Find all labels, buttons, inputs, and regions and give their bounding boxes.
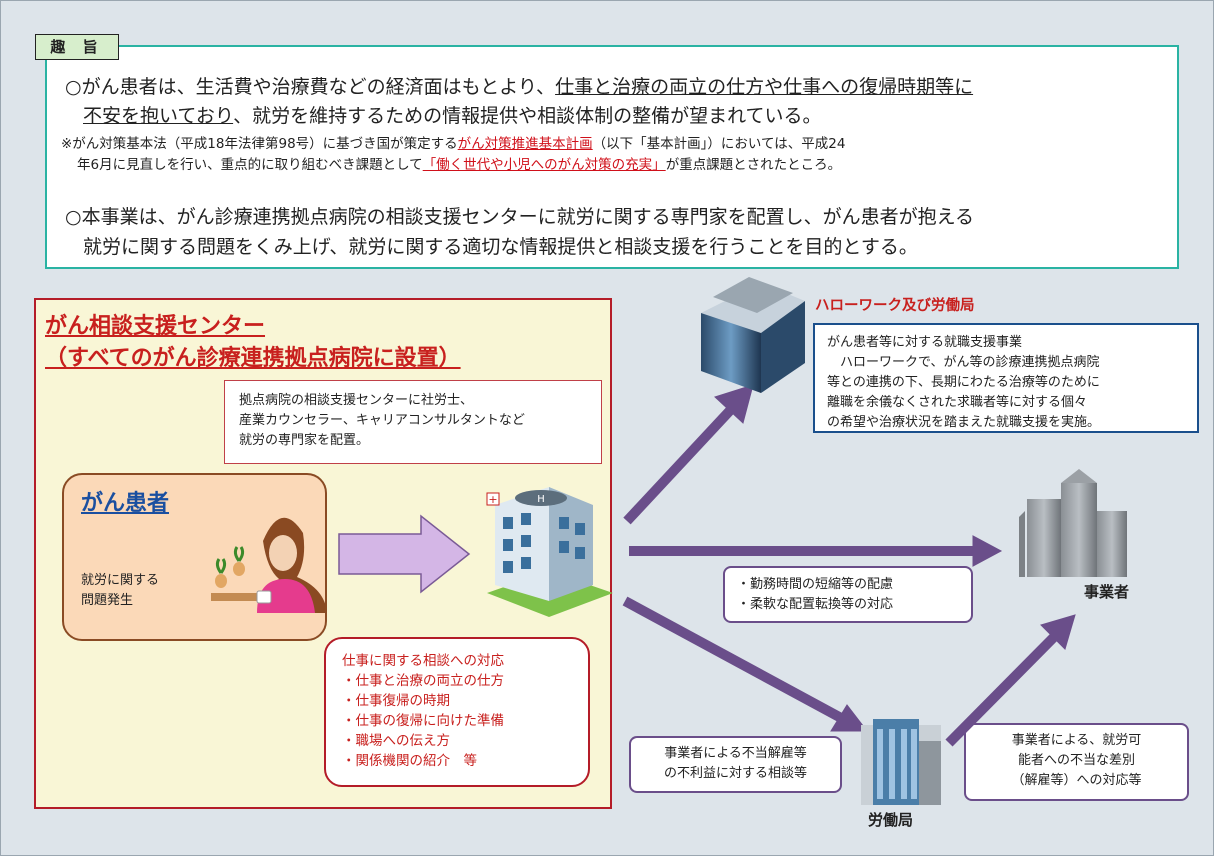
labor-bureau-building-icon [861, 719, 941, 805]
hellowork-building-icon [701, 277, 805, 393]
experts-line: 拠点病院の相談支援センターに社労士、 [239, 393, 474, 408]
unfair-dismissal-box: 事業者による不当解雇等 の不利益に対する相談等 [629, 736, 842, 793]
purpose-p1-pre: ○がん患者は、生活費や治療費などの経済面はもとより、 [65, 76, 556, 98]
purpose-line-1: ○がん患者は、生活費や治療費などの経済面はもとより、仕事と治療の両立の仕方や仕事… [65, 73, 973, 102]
woman-with-cup-illustration [211, 517, 327, 613]
discrim-line: 能者への不当な差別 [1017, 753, 1135, 768]
note-line2-pre: 年6月に見直しを行い、重点的に取り組むべき課題として [77, 157, 423, 173]
center-title-line1: がん相談支援センター [45, 314, 266, 339]
purpose-line-2: 不安を抱いており、就労を維持するための情報提供や相談体制の整備が望まれている。 [83, 102, 822, 131]
consult-item: ・仕事復帰の時期 [342, 693, 450, 709]
employer-actions-box: ・勤務時間の短縮等の配慮 ・柔軟な配置転換等の対応 [723, 566, 973, 623]
hospital-icon: H + [486, 487, 613, 617]
purpose-p1-line2-underlined: 不安を抱いており [83, 105, 234, 127]
note-line-2: 年6月に見直しを行い、重点的に取り組むべき課題として「働く世代や小児へのがん対策… [77, 155, 841, 176]
discrim-line: （解雇等）への対応等 [1011, 773, 1142, 788]
employer-label: 事業者 [1084, 583, 1130, 601]
patient-issue-line: 問題発生 [81, 593, 134, 608]
consult-item: ・仕事の復帰に向けた準備 [342, 713, 504, 729]
consult-box: 仕事に関する相談への対応 ・仕事と治療の両立の仕方 ・仕事復帰の時期 ・仕事の復… [324, 637, 590, 787]
note-pre: ※がん対策基本法（平成18年法律第98号）に基づき国が策定する [61, 136, 458, 152]
center-title-line2: （すべてのがん診療連携拠点病院に設置） [45, 346, 461, 371]
hellowork-title: ハローワーク及び労働局 [815, 298, 975, 314]
discrimination-box: 事業者による、就労可 能者への不当な差別 （解雇等）への対応等 [964, 723, 1189, 801]
arrow-to-hellowork [623, 399, 741, 525]
labor-bureau-label: 労働局 [868, 811, 914, 829]
employer-action: ・勤務時間の短縮等の配慮 [737, 577, 894, 592]
employer-action: ・柔軟な配置転換等の対応 [737, 597, 894, 612]
arrow-head-employer [972, 535, 1003, 567]
patient-issue-line: 就労に関する [81, 573, 160, 588]
arrow-labor-to-employer [945, 630, 1061, 747]
arrow-to-labor [622, 596, 846, 724]
svg-text:H: H [537, 494, 545, 505]
consult-item: ・関係機関の紹介 等 [342, 753, 477, 769]
hellowork-box: がん患者等に対する就職支援事業 ハローワークで、がん等の診療連携拠点病院 等との… [813, 323, 1199, 433]
arrow-head-hellowork [714, 384, 754, 424]
patient-issue: 就労に関する 問題発生 [81, 571, 159, 611]
purpose-tag: 趣 旨 [35, 34, 119, 60]
purpose-p2-line2: 就労に関する問題をくみ上げ、就労に関する適切な情報提供と相談支援を行うことを目的… [83, 236, 918, 258]
discrim-line: 事業者による、就労可 [1011, 733, 1142, 748]
hellowork-line: の希望や治療状況を踏まえた就職支援を実施。 [827, 415, 1101, 430]
employer-building-icon [1019, 469, 1127, 577]
center-title: がん相談支援センター （すべてのがん診療連携拠点病院に設置） [45, 311, 461, 375]
note-post: （以下「基本計画」）においては、平成24 [592, 136, 846, 152]
flow-arrows [622, 384, 1076, 747]
hellowork-line: がん患者等に対する就職支援事業 [827, 335, 1023, 350]
experts-line: 産業カウンセラー、キャリアコンサルタントなど [239, 413, 525, 428]
note-line2-red: 「働く世代や小児へのがん対策の充実」 [422, 157, 666, 173]
purpose-p2-line1: ○本事業は、がん診療連携拠点病院の相談支援センターに就労に関する専門家を配置し、… [65, 206, 975, 228]
hellowork-line: 離職を余儀なくされた求職者等に対する個々 [827, 395, 1088, 410]
hellowork-line: 等との連携の下、長期にわたる治療等のために [827, 375, 1100, 390]
patient-to-hospital-arrow [338, 514, 471, 594]
note-line-1: ※がん対策基本法（平成18年法律第98号）に基づき国が策定するがん対策推進基本計… [61, 134, 845, 155]
consult-item: ・仕事と治療の両立の仕方 [342, 673, 504, 689]
experts-line: 就労の専門家を配置。 [239, 433, 370, 448]
purpose-p1-line2-post: 、就労を維持するための情報提供や相談体制の整備が望まれている。 [233, 105, 822, 127]
unfair-line: 事業者による不当解雇等 [664, 746, 807, 761]
purpose-p1-underlined: 仕事と治療の両立の仕方や仕事への復帰時期等に [555, 76, 974, 98]
arrow-head-labor-employer [1040, 614, 1076, 650]
hellowork-line: ハローワークで、がん等の診療連携拠点病院 [827, 355, 1100, 370]
svg-text:+: + [488, 493, 497, 506]
consult-title: 仕事に関する相談への対応 [342, 653, 504, 669]
experts-box: 拠点病院の相談支援センターに社労士、 産業カウンセラー、キャリアコンサルタントな… [224, 380, 602, 464]
purpose-box [45, 45, 1179, 269]
patient-title: がん患者 [81, 491, 170, 516]
arrow-head-labor [830, 704, 869, 732]
consult-item: ・職場への伝え方 [342, 733, 450, 749]
note-line2-post: が重点課題とされたところ。 [665, 157, 842, 173]
note-red: がん対策推進基本計画 [457, 136, 593, 152]
unfair-line: の不利益に対する相談等 [663, 766, 807, 781]
